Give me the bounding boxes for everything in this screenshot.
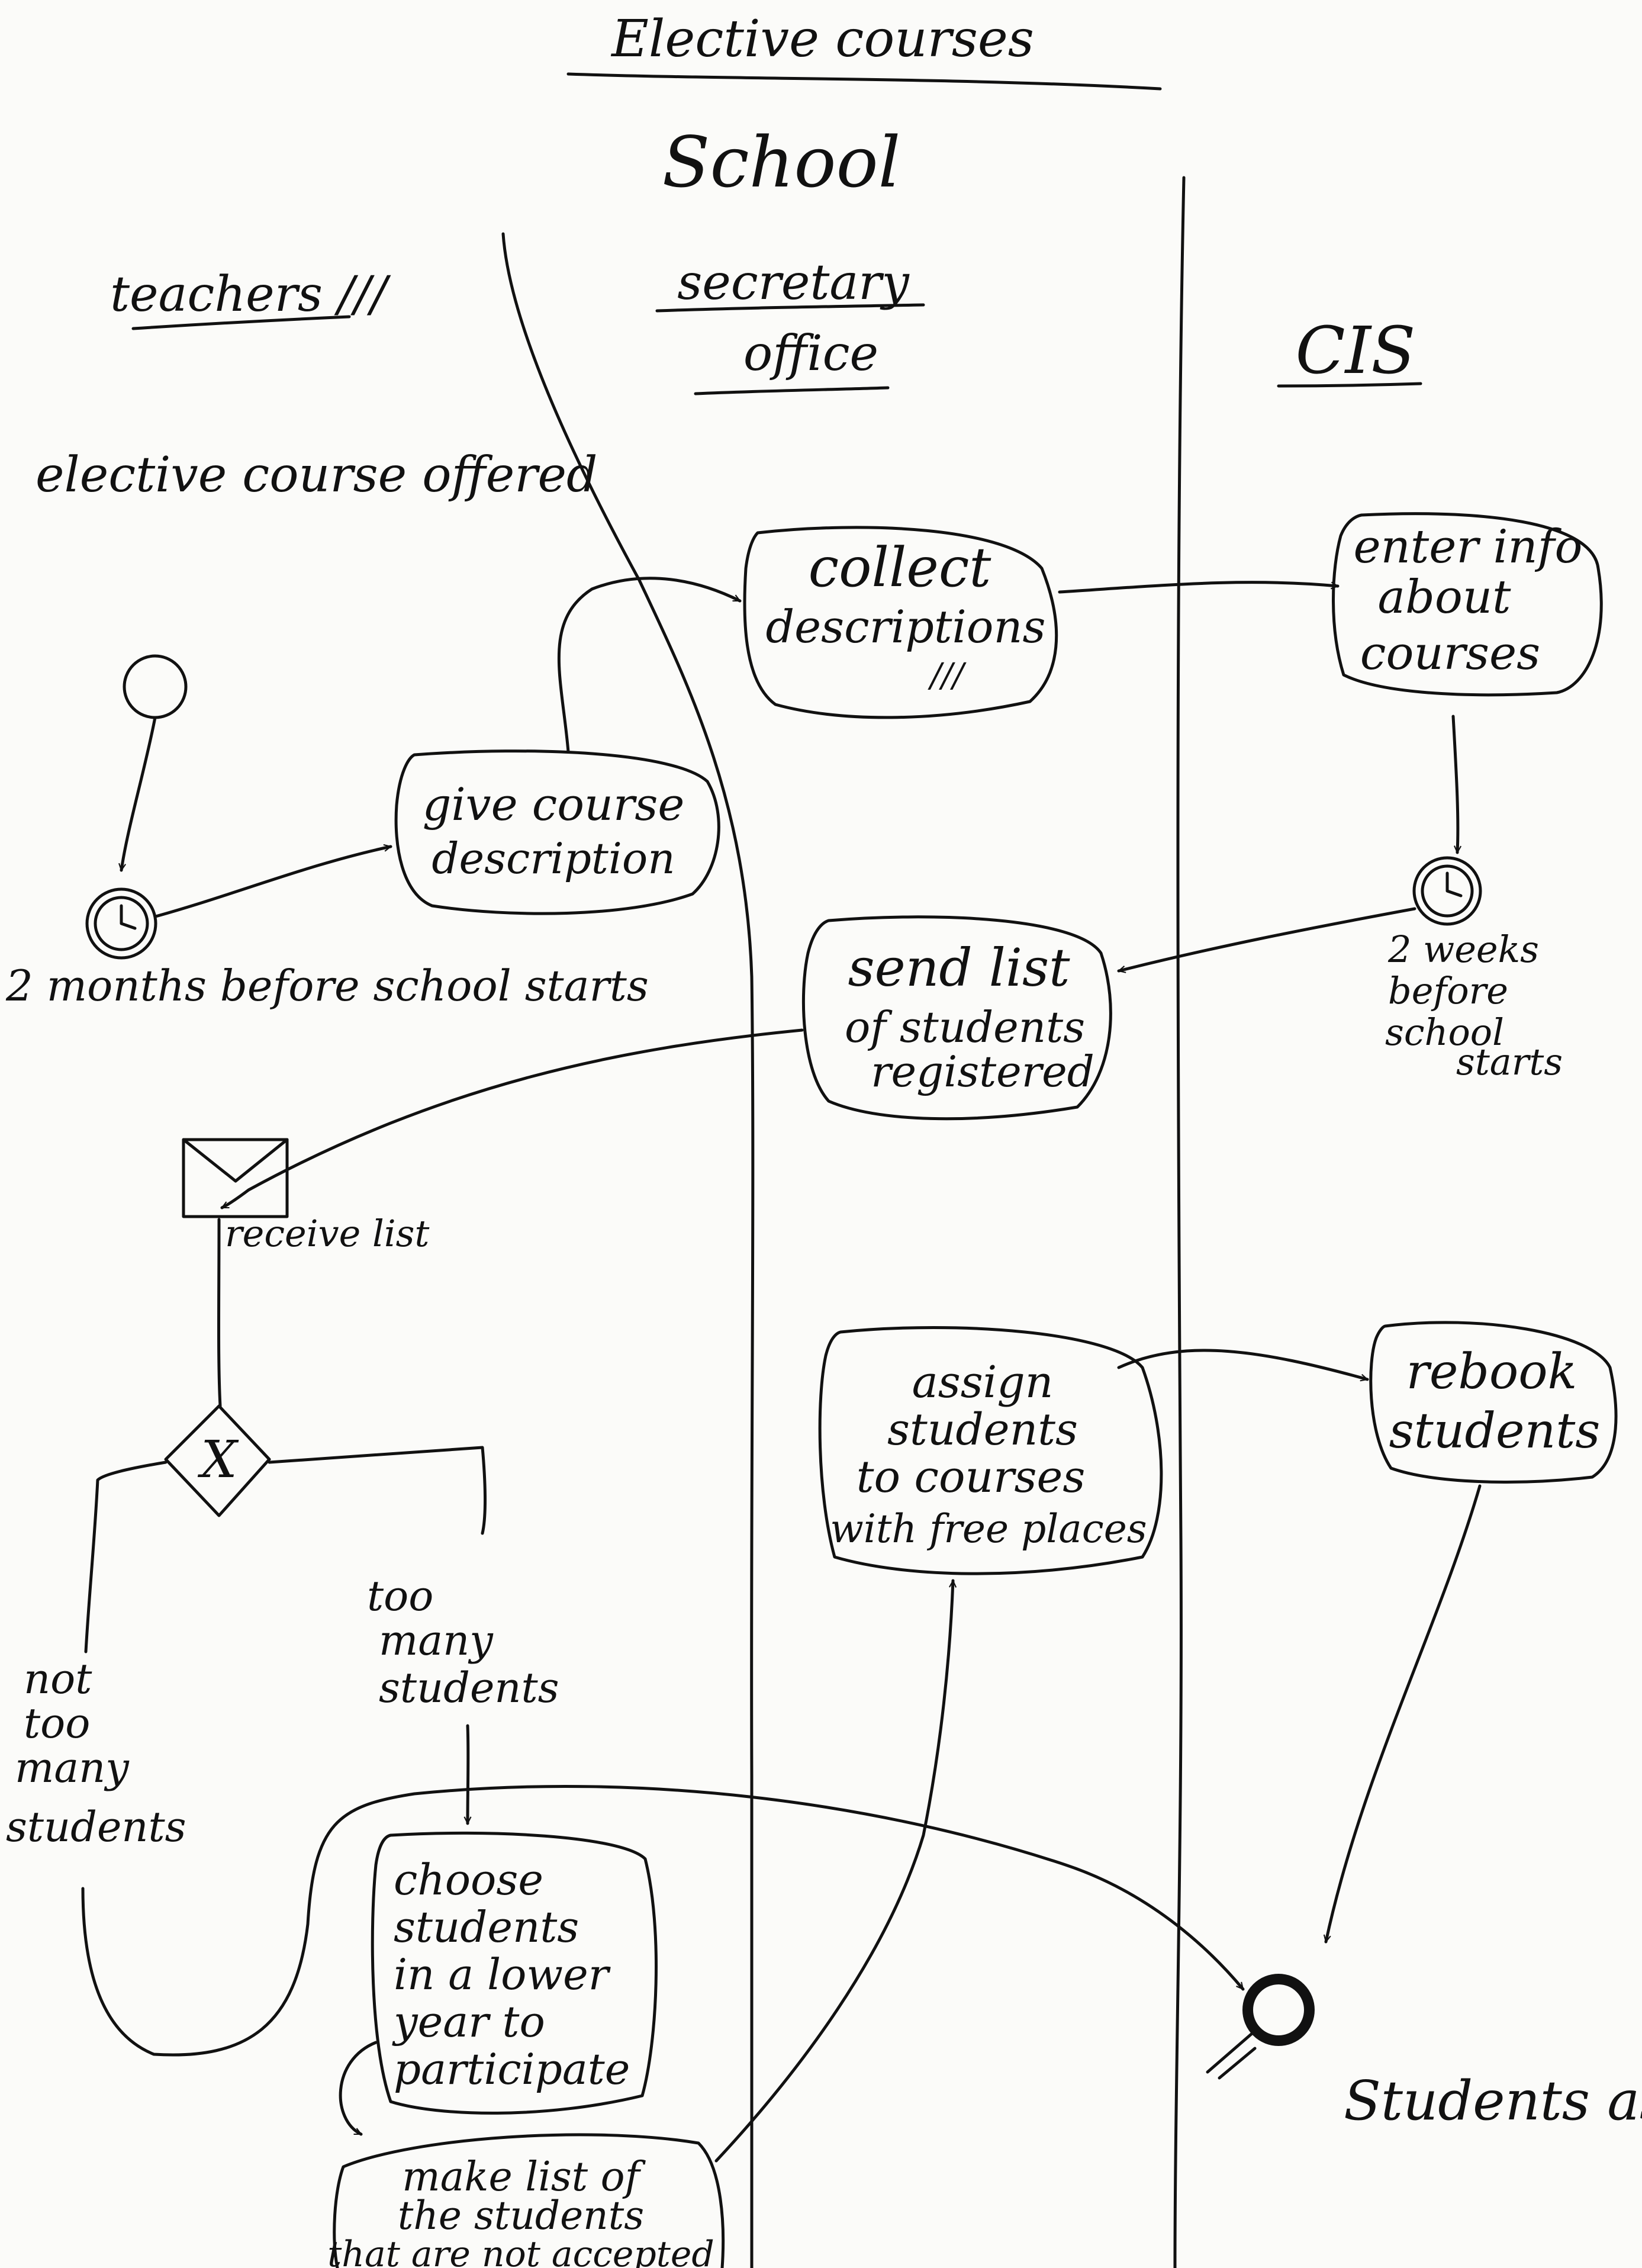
branch-left-line bbox=[84, 1460, 168, 1653]
activity-collect-label-1: collect bbox=[809, 536, 992, 599]
activity-collect-label-3: /// bbox=[928, 657, 967, 695]
activity-rebook-label-1: rebook bbox=[1406, 1344, 1577, 1400]
activity-enter-info: enter info about courses bbox=[1332, 512, 1603, 697]
activity-make-label-3: that are not accepted bbox=[327, 2234, 714, 2268]
activity-send-list: send list of students registered bbox=[801, 915, 1112, 1121]
flow-receive-to-gateway bbox=[217, 1218, 222, 1408]
activity-enter-label-2: about bbox=[1378, 571, 1512, 624]
flow-make-list-to-assign bbox=[714, 1579, 953, 2163]
flow-timer2-to-send bbox=[1117, 907, 1416, 971]
activity-give-label-1: give course bbox=[423, 778, 685, 831]
diagram-title: Elective courses bbox=[610, 9, 1034, 69]
activity-choose-label-4: year to bbox=[392, 1997, 545, 2047]
activity-enter-label-1: enter info bbox=[1354, 520, 1583, 574]
branch-label-too-many-2: many bbox=[379, 1616, 494, 1665]
activity-assign-label-1: assign bbox=[912, 1357, 1054, 1408]
flow-rebook-to-end bbox=[1326, 1484, 1482, 1944]
title-underline bbox=[566, 72, 1162, 91]
branch-label-not-too-many-2: too bbox=[24, 1699, 90, 1748]
branch-label-too-many-3: students bbox=[379, 1664, 559, 1712]
activity-choose-label-1: choose bbox=[394, 1855, 543, 1905]
flow-not-too-many-to-end bbox=[81, 1784, 1245, 2057]
timer2-clock-icon bbox=[1412, 856, 1482, 926]
activity-assign-label-3: to courses bbox=[857, 1452, 1086, 1503]
timer2-label-4: starts bbox=[1456, 1040, 1563, 1083]
lane-label-secretary-line2: office bbox=[743, 326, 878, 382]
activity-choose-label-5: participate bbox=[394, 2044, 630, 2094]
end-event-circle bbox=[1206, 1974, 1315, 2080]
activity-give-label-2: description bbox=[432, 834, 675, 883]
timer1-label: 2 months before school starts bbox=[5, 961, 649, 1011]
branch-label-not-too-many-3: many bbox=[15, 1743, 130, 1792]
flow-give-to-collect bbox=[557, 577, 742, 754]
activity-rebook-label-2: students bbox=[1389, 1403, 1601, 1459]
lane-divider-teachers-secretary bbox=[501, 232, 755, 2268]
gateway-x-icon: X bbox=[197, 1430, 239, 1490]
activity-send-label-2: of students bbox=[845, 1002, 1085, 1052]
flow-assign-to-rebook bbox=[1117, 1349, 1369, 1379]
branch-label-too-many-1: too bbox=[367, 1572, 433, 1620]
flow-choose-to-make-list bbox=[339, 2041, 378, 2136]
activity-rebook-students: rebook students bbox=[1369, 1321, 1618, 1484]
flow-enter-to-timer2 bbox=[1451, 715, 1458, 854]
activity-assign-students: assign students to courses with free pla… bbox=[818, 1326, 1163, 1575]
activity-assign-label-4: with free places bbox=[830, 1506, 1147, 1552]
lane-label-cis: CIS bbox=[1296, 313, 1416, 388]
lane-label-teachers: teachers /// bbox=[110, 266, 391, 323]
activity-make-list: make list of the students that are not a… bbox=[327, 2133, 725, 2268]
activity-send-label-1: send list bbox=[848, 937, 1070, 998]
start-event-circle bbox=[123, 654, 188, 719]
lane-label-teachers-underline bbox=[131, 315, 351, 330]
exclusive-gateway: X bbox=[164, 1404, 271, 1517]
lane-label-secretary-underline bbox=[655, 303, 925, 313]
pool-label: School bbox=[662, 121, 901, 203]
timer2-label-1: 2 weeks bbox=[1387, 928, 1539, 971]
flow-send-to-receive bbox=[220, 1028, 804, 1209]
flow-start-to-timer1 bbox=[121, 716, 157, 872]
message-envelope-icon bbox=[182, 1138, 289, 1218]
timer2-label-3: school bbox=[1385, 1011, 1504, 1054]
lane-label-cis-underline bbox=[1277, 382, 1422, 388]
flow-collect-to-enter bbox=[1058, 581, 1340, 594]
lane-label-office-underline bbox=[694, 386, 890, 395]
activity-choose-label-2: students bbox=[394, 1902, 579, 1952]
activity-give-course-description: give course description bbox=[394, 749, 720, 915]
flow-timer1-to-give bbox=[154, 847, 392, 918]
activity-assign-label-2: students bbox=[887, 1404, 1078, 1455]
message-event-label: receive list bbox=[225, 1212, 429, 1255]
activity-make-label-2: the students bbox=[398, 2193, 644, 2238]
activity-choose-students: choose students in a lower year to parti… bbox=[371, 1831, 658, 2115]
activity-make-label-1: make list of bbox=[402, 2154, 646, 2201]
end-event-label: Students assigned bbox=[1344, 2069, 1642, 2132]
branch-right-line bbox=[268, 1446, 487, 1535]
lane-divider-secretary-cis bbox=[1173, 176, 1186, 2268]
start-event-label: elective course offered bbox=[36, 447, 598, 503]
branch-label-not-too-many-1: not bbox=[24, 1655, 92, 1703]
activity-collect-label-2: descriptions bbox=[765, 600, 1045, 653]
activity-send-label-3: registered bbox=[871, 1047, 1094, 1096]
lane-label-secretary-line1: secretary bbox=[677, 255, 910, 311]
timer2-label-2: before bbox=[1388, 969, 1508, 1012]
timer1-clock-icon bbox=[85, 887, 157, 960]
branch-label-not-too-many-4: students bbox=[6, 1803, 186, 1851]
activity-collect-descriptions: collect descriptions /// bbox=[743, 526, 1058, 719]
activity-choose-label-3: in a lower bbox=[394, 1949, 611, 1999]
activity-enter-label-3: courses bbox=[1360, 627, 1540, 680]
